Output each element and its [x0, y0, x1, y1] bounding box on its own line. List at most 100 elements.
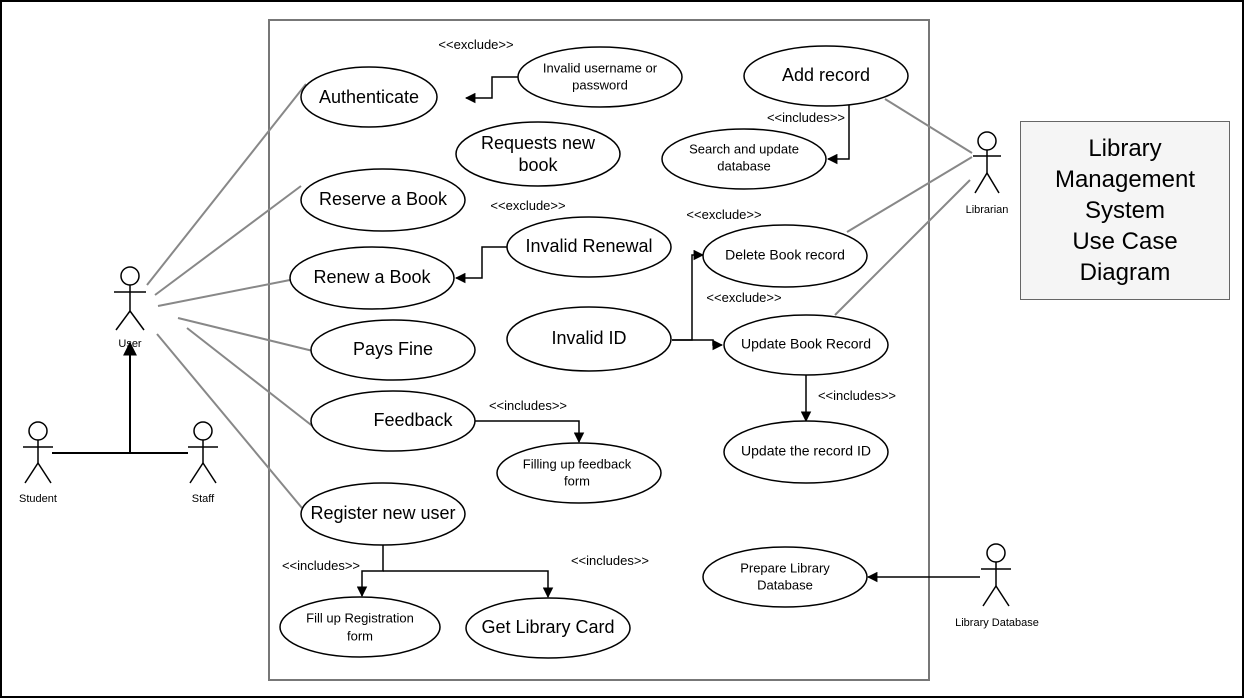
actor-student-label: Student [19, 493, 57, 505]
uc-fill-registration-label-2: form [347, 628, 373, 643]
uc-authenticate[interactable] [300, 66, 438, 128]
assoc-librarian-delete [846, 156, 973, 233]
association-lines [146, 83, 973, 509]
arrow-invalid-id-to-update [672, 339, 724, 351]
uc-get-library-card-label: Get Library Card [481, 617, 614, 637]
assoc-librarian-add [884, 98, 973, 154]
actor-librarian-label: Librarian [966, 204, 1009, 216]
stereotype-exclude-update: <<exclude>> [706, 290, 781, 305]
actor-user-left-leg [115, 310, 131, 331]
arrow-register-to-library-card [383, 570, 554, 599]
uc-update-record-id[interactable] [723, 420, 889, 484]
stereotype-includes-update: <<includes>> [818, 388, 896, 403]
arrow-invalid-username-to-authenticate [464, 76, 518, 104]
assoc-user-feedback [186, 327, 316, 429]
uc-delete-book-record[interactable] [702, 224, 868, 288]
uc-register-user-label: Register new user [310, 503, 455, 523]
stereotype-includes-add-record: <<includes>> [767, 110, 845, 125]
uc-add-record-label: Add record [782, 65, 870, 85]
stereotype-includes-registration: <<includes>> [282, 558, 360, 573]
stereotype-includes-library-card: <<includes>> [571, 553, 649, 568]
title-line-3: System [1084, 197, 1165, 224]
uc-renew-book-label: Renew a Book [313, 267, 431, 287]
uc-invalid-username-label-1: Invalid username or [543, 60, 658, 75]
assoc-user-authenticate [146, 83, 307, 286]
assoc-user-fine [177, 317, 314, 352]
uc-feedback[interactable] [310, 390, 476, 452]
diagram-title-box: Library Management System Use Case Diagr… [1020, 121, 1230, 300]
uc-requests-new-book-label-1: Requests new [481, 133, 596, 153]
uc-invalid-username[interactable] [517, 46, 683, 108]
uc-invalid-id[interactable] [506, 306, 672, 372]
actor-staff-left-leg [189, 462, 204, 484]
uc-filling-feedback[interactable] [496, 442, 662, 504]
assoc-user-register [156, 333, 303, 509]
uc-prepare-library-db-label-1: Prepare Library [740, 560, 830, 575]
actor-student-head [28, 421, 48, 441]
actor-user[interactable] [114, 266, 146, 331]
uc-update-record-id-label: Update the record ID [741, 443, 871, 459]
uc-invalid-username-label-2: password [572, 77, 628, 92]
uc-update-book-record[interactable] [723, 314, 889, 376]
stereotype-exclude-delete: <<exclude>> [686, 207, 761, 222]
actor-librarian[interactable] [973, 131, 1001, 194]
generalization-lines [52, 341, 188, 454]
actor-user-right-leg [129, 310, 145, 331]
uc-add-record[interactable] [743, 45, 909, 107]
title-line-4: Use Case [1072, 228, 1178, 255]
actor-librarian-head [977, 131, 997, 151]
actor-student[interactable] [23, 421, 53, 484]
uc-authenticate-label: Authenticate [319, 87, 419, 107]
assoc-user-reserve [154, 185, 302, 296]
actor-staff[interactable] [188, 421, 218, 484]
actor-library-database-left-leg [982, 585, 997, 607]
actor-staff-head [193, 421, 213, 441]
uc-prepare-library-db[interactable] [702, 546, 868, 608]
arrow-register-to-registration-form [356, 545, 384, 598]
uc-reserve-book[interactable] [300, 168, 466, 232]
stereotype-includes-feedback: <<includes>> [489, 398, 567, 413]
arrow-invalid-renewal-to-renew [454, 246, 508, 284]
actor-staff-label: Staff [192, 493, 215, 505]
uc-search-update-db[interactable] [661, 128, 827, 190]
uc-get-library-card[interactable] [465, 597, 631, 659]
uc-search-update-db-label-1: Search and update [689, 141, 799, 156]
uc-invalid-id-label: Invalid ID [551, 328, 626, 348]
uc-update-book-record-label: Update Book Record [741, 336, 871, 352]
actor-user-label: User [118, 338, 142, 350]
uc-renew-book[interactable] [289, 246, 455, 310]
title-line-2: Management [1054, 166, 1196, 193]
actor-user-head [120, 266, 140, 286]
arrow-add-to-search [826, 104, 850, 165]
uc-filling-feedback-label-2: form [564, 473, 590, 488]
actor-library-database-right-leg [995, 585, 1010, 607]
uc-fill-registration[interactable] [279, 596, 441, 658]
assoc-user-renew [157, 279, 291, 307]
uc-reserve-book-label: Reserve a Book [319, 189, 448, 209]
stereotype-exclude-auth: <<exclude>> [438, 37, 513, 52]
uc-search-update-db-label-2: database [717, 158, 771, 173]
title-line-1: Library [1088, 135, 1162, 162]
actor-librarian-left-leg [974, 172, 988, 194]
actor-librarian-right-leg [986, 172, 1000, 194]
actor-library-database-head [986, 543, 1006, 563]
actor-library-database[interactable] [981, 543, 1011, 607]
actor-student-right-leg [37, 462, 52, 484]
title-line-5: Diagram [1079, 259, 1171, 286]
uc-feedback-label: Feedback [373, 410, 453, 430]
dependency-arrows [356, 76, 980, 599]
uc-requests-new-book[interactable] [455, 121, 621, 187]
uc-pays-fine-label: Pays Fine [353, 339, 433, 359]
uc-register-user[interactable] [300, 482, 466, 546]
uc-pays-fine[interactable] [310, 319, 476, 381]
uc-delete-book-record-label: Delete Book record [725, 247, 845, 263]
actor-staff-right-leg [202, 462, 217, 484]
stereotype-exclude-renewal: <<exclude>> [490, 198, 565, 213]
assoc-librarian-update [834, 179, 971, 316]
uc-invalid-renewal-label: Invalid Renewal [525, 236, 652, 256]
uc-invalid-renewal[interactable] [506, 216, 672, 278]
uc-filling-feedback-label-1: Filling up feedback [523, 456, 632, 471]
